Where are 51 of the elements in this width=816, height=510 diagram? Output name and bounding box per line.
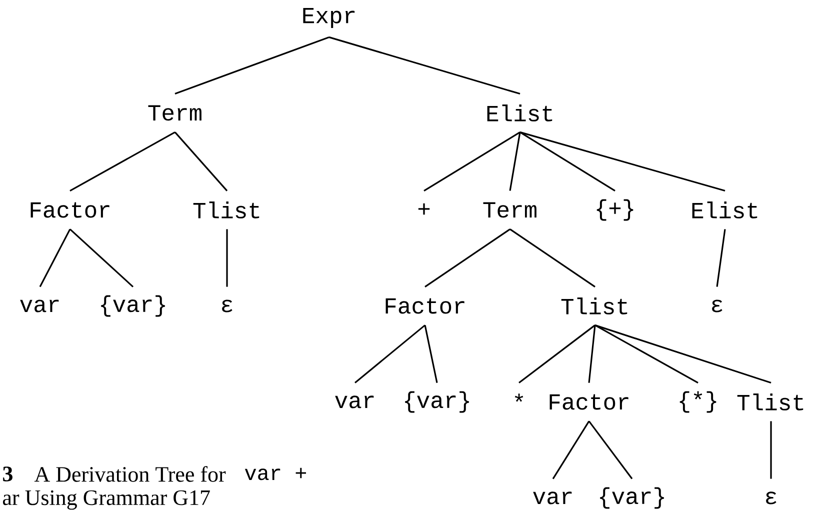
tree-node-label: {*} [680, 391, 716, 413]
tree-branch [588, 420, 633, 480]
tree-node-label: Factor [386, 298, 464, 314]
tree-branch [588, 325, 596, 383]
tree-node-label: Tlist [737, 394, 804, 410]
tree-branch [594, 324, 698, 384]
tree-branch [70, 131, 176, 192]
caption-text: ar Using Grammar G17 [2, 490, 210, 510]
tree-branch [226, 229, 228, 287]
caption-code: var + [244, 468, 306, 480]
tree-branch [69, 228, 134, 288]
tree-node-label: {var} [405, 391, 469, 413]
tree-branch [174, 132, 228, 192]
tree-branch [716, 229, 726, 287]
tree-node-label: ε [766, 492, 776, 504]
tree-branch [424, 228, 510, 288]
tree-branch [174, 36, 330, 95]
tree-node-label: {+} [596, 199, 634, 221]
tree-branch [520, 132, 616, 192]
tree-branch [424, 325, 438, 383]
tree-node-label: Factor [30, 202, 110, 218]
tree-node-label: Elist [692, 202, 758, 218]
tree-node-label: Term [148, 105, 202, 121]
tree-node-label: Elist [487, 104, 552, 122]
tree-branch [520, 131, 726, 192]
tree-branch [770, 421, 772, 479]
tree-branch [328, 36, 520, 95]
tree-node-label: Tlist [561, 298, 628, 314]
caption-text: A Derivation Tree for [34, 466, 226, 482]
tree-node-label: Term [483, 202, 536, 218]
tree-node-label: * [514, 394, 524, 402]
tree-node-label: var [335, 396, 374, 408]
tree-branch [510, 228, 596, 288]
figure-number: 3 [3, 466, 12, 482]
tree-branch [552, 420, 590, 480]
tree-branch [509, 132, 521, 191]
tree-node-label: Expr [303, 8, 355, 28]
tree-node-label: Tlist [193, 202, 260, 218]
tree-branch [518, 324, 596, 384]
tree-branch [39, 228, 71, 288]
tree-branch [354, 324, 426, 384]
tree-node-label: ε [222, 300, 232, 312]
tree-node-label: var [533, 492, 572, 504]
tree-node-label: {var} [600, 487, 664, 509]
tree-branch [594, 324, 772, 384]
tree-node-label: var [20, 300, 59, 312]
tree-node-label: Factor [550, 394, 628, 410]
tree-branch [424, 132, 520, 192]
tree-node-label: ε [712, 300, 722, 312]
tree-node-label: {var} [101, 295, 165, 317]
tree-node-label: + [418, 203, 430, 215]
